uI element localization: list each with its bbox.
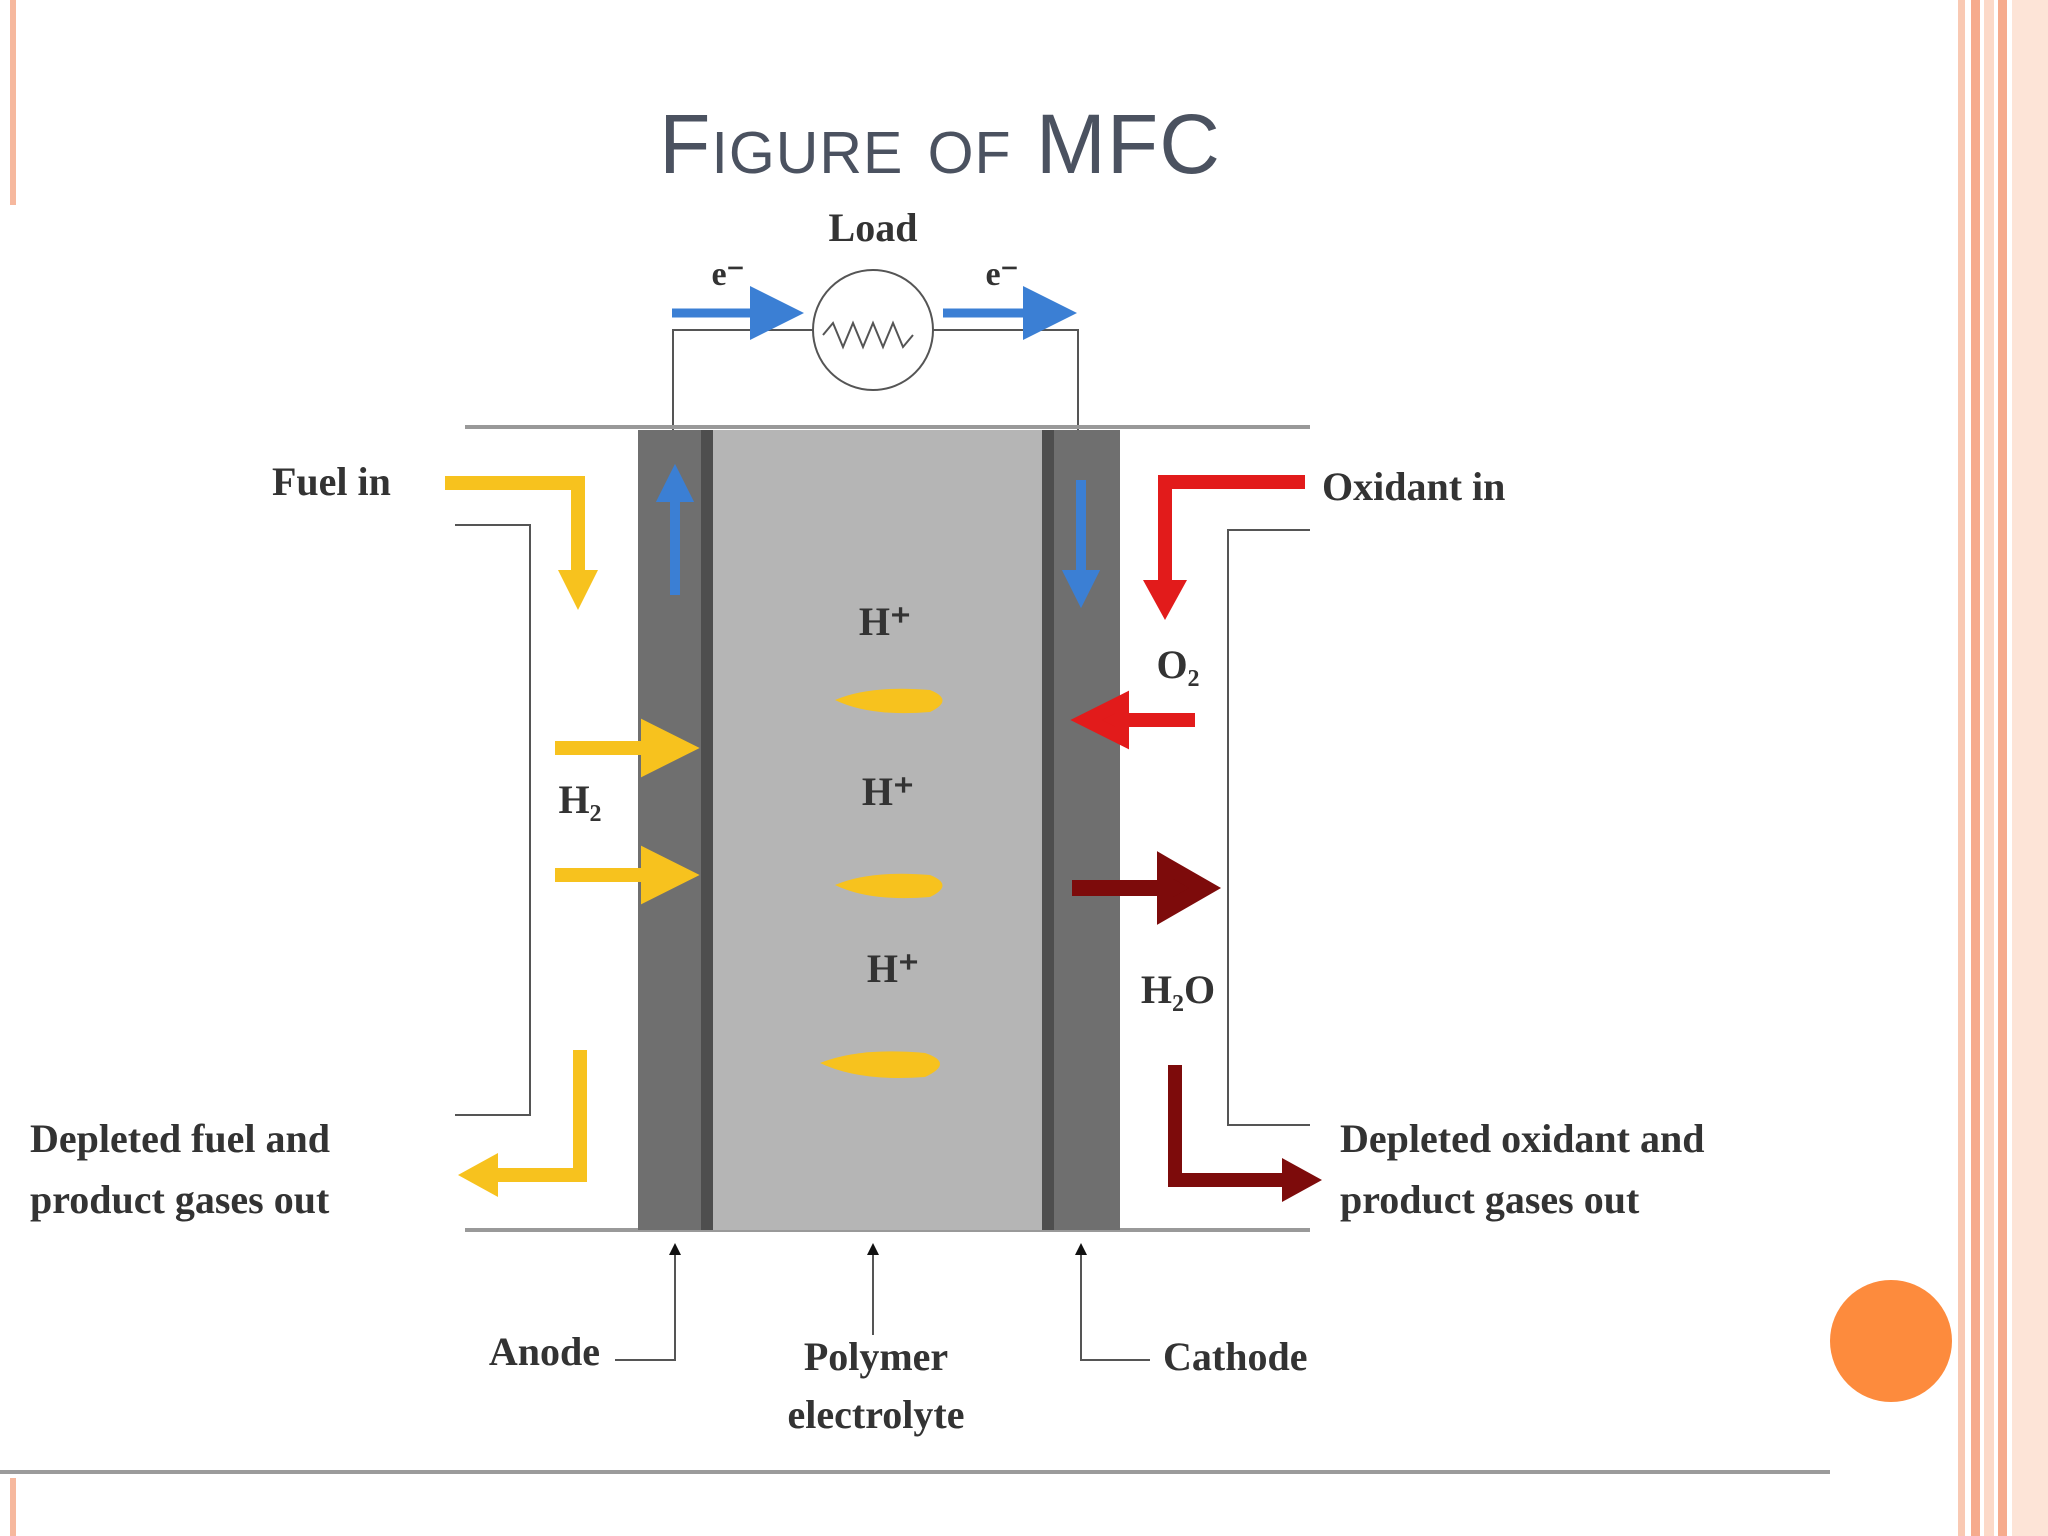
oxidant-in-label: Oxidant in xyxy=(1322,464,1505,509)
cathode-electron-arrow xyxy=(1061,480,1101,609)
proton-flow: H⁺ H⁺ H⁺ xyxy=(820,599,943,1079)
proton-label-2: H⁺ xyxy=(862,769,914,814)
depleted-fuel-label-line2: product gases out xyxy=(30,1177,330,1222)
proton-arrow-1 xyxy=(835,688,943,714)
slide-title: Figure of MFC xyxy=(659,97,1221,191)
oxidant-in-arrow xyxy=(1158,475,1305,590)
right-border-band xyxy=(1958,0,2048,1536)
h2-arrow-2 xyxy=(555,845,700,905)
anode-label: Anode xyxy=(489,1329,600,1374)
polymer-electrolyte-layer xyxy=(712,430,1042,1230)
h2-arrow-1 xyxy=(555,718,700,778)
depleted-oxidant-label-line2: product gases out xyxy=(1340,1177,1640,1222)
o2-arrow xyxy=(1070,690,1195,750)
depleted-oxidant-arrow xyxy=(1168,1065,1290,1187)
fuel-cell xyxy=(465,425,1310,1232)
load-label: Load xyxy=(829,205,918,250)
polymer-label-line1: Polymer xyxy=(804,1334,948,1379)
electron-label-left: e⁻ xyxy=(711,256,744,293)
bottom-rule xyxy=(0,1470,1830,1474)
fuel-in-label: Fuel in xyxy=(272,459,391,504)
proton-label-3: H⁺ xyxy=(867,946,919,991)
h2o-label: H₂O xyxy=(1141,967,1215,1012)
left-border-accent-bottom xyxy=(10,1478,16,1536)
mfc-diagram: Load e⁻ e⁻ H⁺ H⁺ H⁺ Fuel in H₂ Deplet xyxy=(30,205,1705,1437)
polymer-label-line2: electrolyte xyxy=(788,1392,965,1437)
load-resistor-icon xyxy=(812,269,934,391)
left-border-accent xyxy=(10,0,16,205)
depleted-fuel-label-line1: Depleted fuel and xyxy=(30,1116,330,1161)
external-circuit: Load e⁻ e⁻ xyxy=(672,205,1079,430)
depleted-fuel-arrow xyxy=(490,1050,587,1182)
cathode-label: Cathode xyxy=(1163,1334,1307,1379)
h2-label: H₂ xyxy=(558,777,601,822)
anode-electron-arrow xyxy=(655,463,695,595)
o2-label: O₂ xyxy=(1156,642,1199,687)
electron-label-right: e⁻ xyxy=(985,256,1018,293)
oxidant-side: Oxidant in O₂ H₂O Depleted oxidant and p… xyxy=(1070,464,1705,1222)
water-arrow xyxy=(1072,851,1222,925)
depleted-oxidant-label-line1: Depleted oxidant and xyxy=(1340,1116,1705,1161)
proton-arrow-3 xyxy=(820,1051,940,1079)
fuel-in-arrow xyxy=(445,476,585,580)
fuel-side: Fuel in H₂ Depleted fuel and product gas… xyxy=(30,459,700,1222)
decorative-orange-circle xyxy=(1830,1280,1952,1402)
proton-label-1: H⁺ xyxy=(859,599,911,644)
proton-arrow-2 xyxy=(835,873,943,899)
component-labels: Anode Polymer electrolyte Cathode xyxy=(489,1243,1307,1437)
